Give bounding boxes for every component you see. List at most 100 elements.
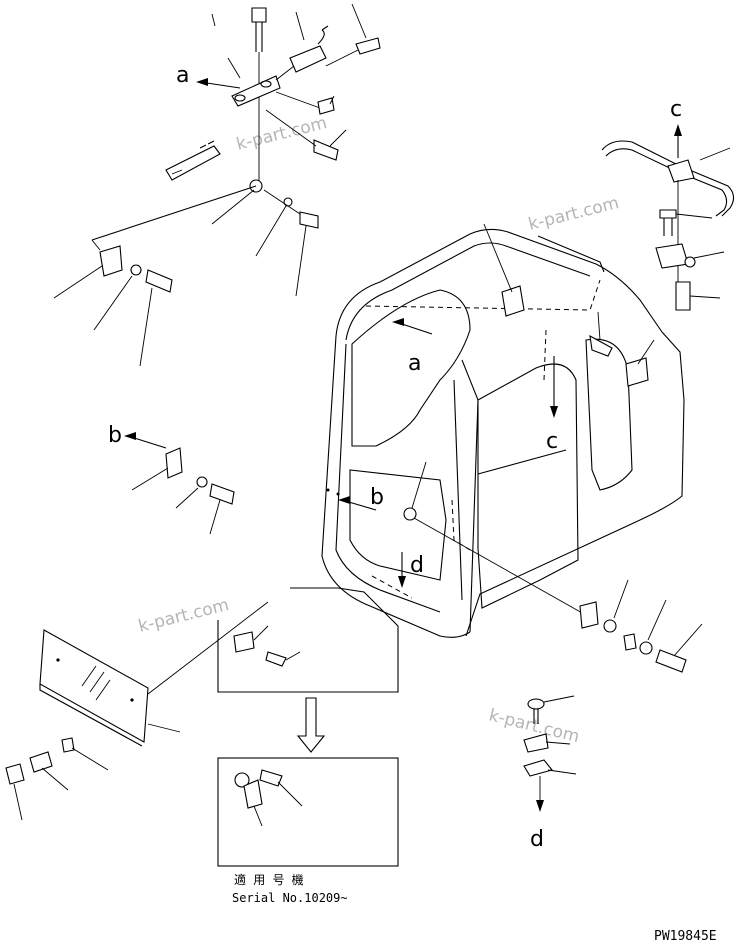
hidden-line-b	[451, 499, 471, 551]
bolt-line-top	[325, 49, 359, 67]
clip-d	[523, 733, 549, 753]
cab-center-pillar-inner	[453, 379, 463, 601]
window-panel-group: 適 用 号 機 Serial No.10209~	[5, 587, 399, 905]
hollow-down-arrow	[296, 697, 326, 753]
arrow-c-top-head	[674, 124, 682, 136]
cab-roof-inner	[345, 242, 591, 341]
callout-b-cab: b	[370, 485, 384, 510]
side-bolt	[589, 334, 613, 357]
bolt-head-top	[251, 7, 267, 23]
bolt-right-top	[355, 37, 381, 55]
leader-1	[211, 13, 216, 27]
front-window-upper	[351, 289, 471, 447]
leader-10	[211, 189, 255, 225]
fitting-link	[275, 65, 295, 81]
arrow-a-cab-head	[392, 318, 404, 326]
leader-c1	[699, 147, 731, 161]
top-left-assembly: a	[53, 3, 381, 367]
nut-c	[684, 256, 696, 268]
leader-rm2	[647, 599, 667, 641]
box-lower-plate	[259, 769, 283, 787]
leader-3	[351, 3, 367, 39]
front-window-lower	[349, 469, 447, 581]
leader-d1	[543, 695, 575, 703]
leader-d2	[545, 741, 571, 745]
screw-head-d	[527, 698, 545, 710]
panel-dot-2	[130, 698, 134, 702]
bracket-hole-2	[260, 80, 272, 88]
cab-roof-vent	[537, 235, 605, 273]
bolt-2	[299, 211, 319, 229]
bolt-2-line	[263, 189, 301, 215]
clip-rm	[623, 633, 637, 651]
hidden-line-roof	[365, 279, 601, 311]
leader-pillar-nut	[411, 461, 427, 509]
panel-to-box-line	[147, 601, 269, 695]
plate-d	[523, 759, 553, 777]
plate-link	[275, 91, 321, 109]
grommet	[579, 601, 599, 629]
side-bracket	[625, 357, 649, 387]
insert-box-upper	[217, 587, 399, 693]
bolt-3	[145, 269, 173, 293]
leader-c2	[675, 213, 713, 219]
pillar-nut	[403, 507, 417, 521]
nut-rm	[639, 641, 653, 655]
bolt-b	[209, 483, 235, 505]
bolt-ll-1	[29, 751, 53, 773]
leader-box-lower-2	[277, 781, 303, 807]
leader-ll3	[71, 747, 109, 771]
insert-box-lower	[217, 757, 399, 867]
cab-dot-1	[326, 488, 330, 492]
leader-ll2	[41, 767, 69, 791]
leader-7	[53, 265, 103, 299]
leader-panel	[147, 723, 181, 733]
clamp-c	[655, 243, 689, 269]
bolt-mid	[313, 139, 339, 161]
bracket-link	[91, 239, 101, 251]
plug-1	[5, 763, 25, 785]
long-leader-plate	[91, 185, 257, 241]
leader-rm1	[613, 579, 629, 619]
bolt-mid-line	[265, 109, 317, 147]
left-assembly-b: b	[108, 423, 235, 535]
leader-rm3	[673, 623, 703, 657]
cab-roof-outline	[335, 228, 663, 337]
leader-c3	[693, 251, 725, 259]
watermark-2: k-part.com	[526, 193, 621, 235]
fastener-center-line	[413, 517, 585, 615]
box-upper-plate	[265, 651, 287, 667]
leader-box-upper-1	[253, 625, 269, 641]
plate-detail	[171, 169, 183, 175]
washer-2	[130, 264, 142, 276]
leader-side-2	[637, 339, 655, 365]
cab-dot-2	[336, 492, 340, 496]
leader-c4	[689, 295, 721, 299]
leader-6	[329, 129, 347, 147]
callout-c-top: c	[670, 97, 682, 122]
arrow-a-head	[196, 78, 208, 86]
arrow-d-cab-head	[398, 576, 406, 588]
callout-d-cab: d	[410, 553, 424, 578]
hose-fitting	[289, 45, 327, 73]
washer-b	[196, 476, 208, 488]
glass-hatching	[81, 665, 111, 701]
bracket-small-left	[99, 245, 123, 277]
serial-note-number: Serial No.10209~	[232, 891, 348, 905]
rear-window	[585, 338, 633, 491]
clip-small	[317, 97, 335, 115]
door-window	[477, 363, 579, 609]
leader-box-lower-1	[253, 805, 263, 827]
cab-center-pillar	[461, 359, 479, 633]
hose-upper	[601, 140, 735, 217]
arrow-d-head	[536, 800, 544, 812]
watermark-3: k-part.com	[136, 595, 231, 637]
bolt-ll-2	[61, 737, 75, 753]
bracket-plate-lower	[165, 145, 221, 181]
callout-a-cab: a	[408, 351, 421, 376]
bolt-c-head	[659, 209, 677, 219]
plate-tabs	[199, 140, 215, 149]
leader-ll1	[13, 783, 23, 821]
leader-side-1	[597, 311, 601, 341]
bolt-shank-top	[255, 22, 263, 52]
